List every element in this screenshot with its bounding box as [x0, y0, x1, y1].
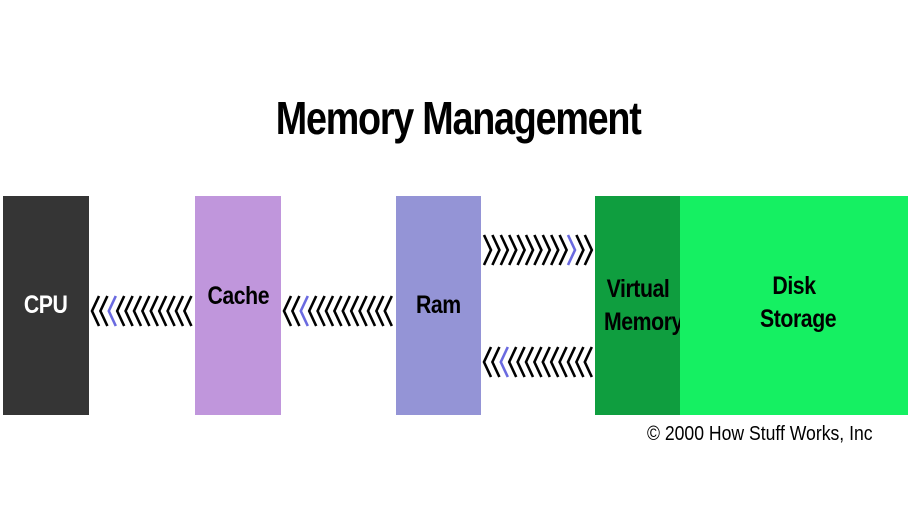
chevron-arrow-icon [182, 295, 193, 327]
chevron-arrow-icon [566, 346, 577, 378]
chevron-arrow-icon [516, 346, 526, 378]
chevron-arrow-icon [516, 234, 527, 266]
disk-storage-label: Disk Storage [760, 272, 837, 333]
virtual-memory-block: Virtual Memory [595, 196, 683, 415]
chevron-arrow-icon [349, 295, 360, 327]
chevron-arrow-icon [482, 346, 493, 378]
chevron-arrow-icon [358, 295, 368, 327]
chevron-arrow-icon [316, 295, 326, 327]
chevron-arrow-icon [574, 346, 585, 378]
chevron-arrow-icon [482, 234, 493, 266]
chevron-arrow-icon [549, 346, 560, 378]
chevron-arrow-icon [332, 295, 343, 327]
chevron-arrow-icon [499, 346, 509, 378]
chevron-arrow-icon [341, 295, 351, 327]
chevron-arrow-icon [566, 234, 577, 266]
chevron-arrow-icon [524, 234, 535, 266]
chevron-arrow-icon [507, 346, 518, 378]
chevron-arrow-icon [174, 295, 185, 327]
chevron-arrow-icon [491, 234, 501, 266]
chevron-arrow-icon [533, 234, 543, 266]
chevron-arrow-icon [541, 346, 551, 378]
diagram-title: Memory Management [275, 92, 642, 144]
flow-ram-to-cache [282, 295, 393, 327]
chevron-arrow-icon [583, 346, 593, 378]
chevron-arrow-icon [98, 295, 109, 327]
chevron-arrow-icon [290, 295, 301, 327]
virtual-memory-label: Virtual Memory [603, 274, 683, 336]
chevron-arrow-icon [299, 295, 309, 327]
chevron-arrow-icon [132, 295, 143, 327]
chevron-arrow-icon [524, 346, 535, 378]
copyright-notice: © 2000 How Stuff Works, Inc [647, 423, 873, 445]
flow-virtual-memory-to-ram [482, 346, 593, 378]
chevron-arrow-icon [583, 234, 594, 266]
chevron-arrow-icon [149, 295, 159, 327]
cpu-label: CPU [24, 291, 68, 319]
chevron-arrow-icon [575, 234, 585, 266]
chevron-arrow-icon [499, 234, 510, 266]
cpu-block: CPU [3, 196, 89, 415]
chevron-arrow-icon [107, 295, 117, 327]
chevron-arrow-icon [366, 295, 377, 327]
chevron-arrow-icon [383, 295, 393, 327]
chevron-arrow-icon [532, 346, 543, 378]
chevron-arrow-icon [550, 234, 560, 266]
chevron-arrow-icon [115, 295, 126, 327]
chevron-arrow-icon [166, 295, 176, 327]
disk-storage-block: Disk Storage [680, 196, 908, 415]
cache-label: Cache [207, 282, 269, 310]
chevron-arrow-icon [140, 295, 151, 327]
chevron-arrow-icon [558, 346, 568, 378]
ram-label: Ram [416, 291, 461, 319]
chevron-arrow-icon [508, 234, 518, 266]
chevron-arrow-icon [90, 295, 101, 327]
chevron-arrow-icon [558, 234, 569, 266]
chevron-arrow-icon [282, 295, 293, 327]
chevron-arrow-icon [124, 295, 134, 327]
flow-cache-to-cpu [90, 295, 193, 327]
chevron-arrow-icon [324, 295, 335, 327]
chevron-arrow-icon [307, 295, 318, 327]
chevron-arrow-icon [374, 295, 385, 327]
flow-ram-to-virtual-memory [482, 234, 594, 266]
chevron-arrow-icon [157, 295, 168, 327]
cache-block: Cache [195, 196, 281, 415]
ram-block: Ram [396, 196, 481, 415]
chevron-arrow-icon [490, 346, 501, 378]
chevron-arrow-icon [541, 234, 552, 266]
